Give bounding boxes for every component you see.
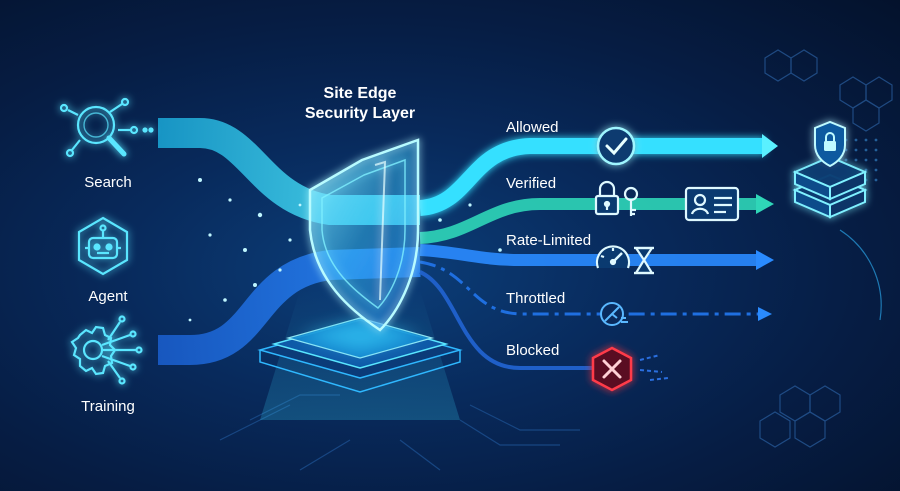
stream-rate-limited	[419, 244, 760, 266]
verified-arrowhead	[756, 194, 774, 214]
stream-throttled	[419, 260, 760, 316]
id-card-icon	[684, 186, 740, 222]
search-network-icon	[59, 97, 154, 158]
platform	[257, 290, 463, 420]
blocked-scatter	[639, 354, 669, 381]
robot-hexagon-icon	[77, 216, 129, 276]
allowed-arrowhead	[762, 134, 778, 158]
source-label-training: Training	[81, 398, 135, 415]
checkmark-circle-icon	[596, 126, 636, 166]
outcome-label-verified: Verified	[506, 175, 557, 192]
title-line-2: Security Layer	[304, 105, 416, 122]
rate-limited-arrowhead	[756, 250, 774, 270]
throttled-arrowhead	[758, 307, 772, 321]
stream-verified	[419, 198, 760, 244]
source-label-agent: Agent	[88, 288, 128, 305]
outcome-label-throttled: Throttled	[506, 290, 566, 307]
padlock-key-icon	[594, 180, 639, 216]
outcome-label-rate-limited: Rate-Limited	[506, 232, 592, 249]
outcome-label-blocked: Blocked	[506, 342, 560, 359]
secure-server-stack-icon	[792, 120, 868, 219]
diagram-title: Site Edge Security Layer	[275, 84, 445, 124]
particle-dots	[188, 178, 502, 322]
slow-gauge-icon	[600, 302, 628, 326]
hexagon-pattern	[759, 49, 893, 448]
decorative-arc	[839, 229, 882, 321]
x-hexagon-icon	[591, 346, 633, 392]
outcome-label-allowed: Allowed	[506, 119, 559, 136]
speedometer-hourglass-icon	[595, 245, 655, 275]
shield-icon	[308, 138, 420, 332]
stream-training	[158, 247, 421, 365]
gear-neural-icon	[70, 315, 143, 385]
stream-blocked	[419, 270, 600, 370]
source-label-search: Search	[84, 174, 132, 191]
outgoing-streams	[418, 134, 778, 381]
title-line-1: Site Edge	[323, 85, 397, 102]
stream-allowed	[418, 138, 765, 216]
